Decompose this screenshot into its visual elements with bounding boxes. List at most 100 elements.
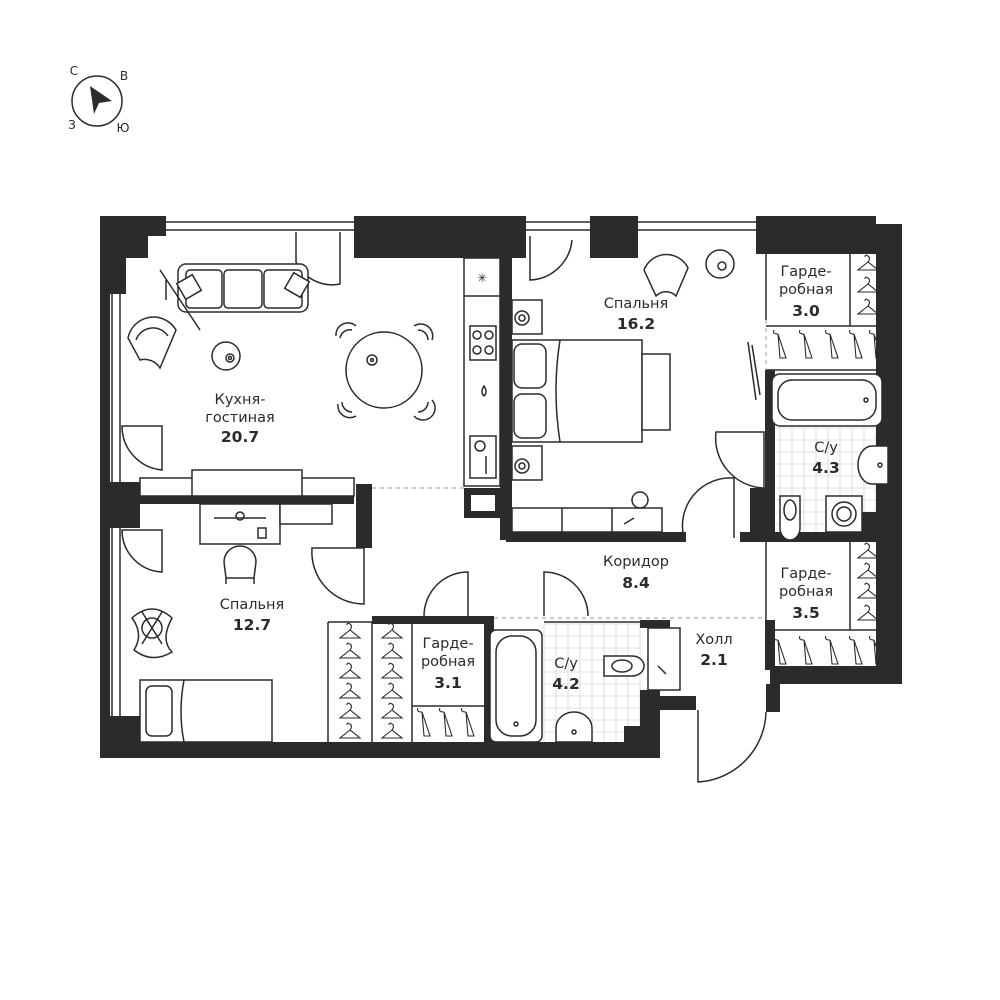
kitchen-living-area: 20.7 <box>221 428 259 446</box>
hanger-icon <box>824 329 839 359</box>
hanger-icon <box>380 682 404 699</box>
hall-name: Холл <box>695 632 732 648</box>
hanger-icon <box>380 702 404 719</box>
sink <box>555 711 593 743</box>
hanger-icon <box>798 329 813 359</box>
compass-north-label: С <box>70 64 78 78</box>
kitchen-living-name-line2: гостиная <box>205 410 274 426</box>
wardrobe-2-area: 3.5 <box>792 604 819 622</box>
nightstand <box>511 299 543 335</box>
sink <box>857 445 889 485</box>
compass-ring <box>71 75 123 127</box>
bathroom-2-fixtures <box>489 629 645 743</box>
door-bedroom2-window <box>121 529 163 573</box>
hanger-icon <box>798 635 813 665</box>
compass-east-label: В <box>120 69 128 83</box>
hanger-icon <box>868 635 883 665</box>
wardrobe-1-name-line1: Гарде- <box>780 264 831 280</box>
hanger-icon <box>338 662 362 679</box>
door-bathroom2 <box>543 571 589 617</box>
bathroom-2-name: С/у <box>554 656 578 672</box>
wardrobe-2-name-line2: робная <box>779 584 833 600</box>
compass-arrow-icon <box>90 86 112 114</box>
door-wardrobe3 <box>423 571 469 617</box>
armchair <box>127 316 177 370</box>
hanger-icon <box>856 298 880 315</box>
hanger-icon <box>856 562 880 579</box>
doors <box>121 232 767 783</box>
hanger-icon <box>416 707 431 737</box>
wardrobe-2-name-line1: Гарде- <box>780 566 831 582</box>
hanger-icon <box>460 707 475 737</box>
door-bedroom2 <box>311 547 365 605</box>
bedroom-1-area: 16.2 <box>617 315 655 333</box>
bedroom-2-area: 12.7 <box>233 616 271 634</box>
hall-area: 2.1 <box>700 651 727 669</box>
hanger-icon <box>856 276 880 293</box>
hanger-icon <box>772 635 787 665</box>
single-bed <box>139 679 273 743</box>
door-entrance <box>697 710 767 783</box>
hanger-icon <box>772 329 787 359</box>
dining-table <box>335 322 436 421</box>
compass-west-label: З <box>68 118 76 132</box>
hanger-icon <box>824 635 839 665</box>
hall-fixtures <box>647 627 681 691</box>
sofa <box>175 263 311 313</box>
shoe-cabinet <box>647 627 681 691</box>
tv-cabinet <box>139 469 355 497</box>
wardrobe-hangers <box>338 254 883 739</box>
hanger-icon <box>338 702 362 719</box>
hanger-icon <box>380 642 404 659</box>
corridor-name: Коридор <box>603 554 669 570</box>
bedroom-armchair <box>643 253 689 298</box>
door-bathroom1 <box>714 431 765 489</box>
wardrobe-1-name-line2: робная <box>779 282 833 298</box>
hanger-icon <box>338 682 362 699</box>
plant-icon <box>130 608 174 659</box>
hanger-icon <box>338 642 362 659</box>
hanger-icon <box>856 254 880 271</box>
partitions <box>327 254 888 742</box>
kitchen-living-name-line1: Кухня- <box>215 392 266 408</box>
wardrobe-3-name-line1: Гарде- <box>422 636 473 652</box>
hanger-icon <box>338 722 362 739</box>
compass-south-label: Ю <box>117 121 130 135</box>
hanger-icon <box>380 622 404 639</box>
door-bedroom1 <box>681 477 735 539</box>
windows <box>111 221 756 716</box>
fridge-icon: ✳ <box>477 271 487 285</box>
dresser <box>511 491 663 533</box>
hanger-icon <box>338 622 362 639</box>
hanger-icon <box>848 329 863 359</box>
door-bedroom-window <box>529 236 573 281</box>
door-kitchen-window <box>121 425 163 471</box>
zone-lines <box>372 320 767 619</box>
bedroom-1-furniture <box>511 249 735 533</box>
bathroom-1-fixtures <box>771 373 889 541</box>
hanger-icon <box>848 635 863 665</box>
room-labels: Кухня- гостиная 20.7 Спальня 16.2 Гарде-… <box>205 264 839 693</box>
kitchen-counter: ✳ <box>463 257 501 487</box>
compass: С В З Ю <box>68 64 129 135</box>
toilet <box>779 495 801 541</box>
double-bed <box>511 339 671 443</box>
walls <box>100 216 902 758</box>
hanger-icon <box>856 582 880 599</box>
hanger-icon <box>438 707 453 737</box>
bathroom-1-area: 4.3 <box>812 459 839 477</box>
hanger-icon <box>380 722 404 739</box>
bedroom-2-furniture <box>130 503 333 743</box>
wardrobe-3-area: 3.1 <box>434 674 461 692</box>
hanger-icon <box>856 604 880 621</box>
bathtub <box>489 629 543 743</box>
bedroom-1-name: Спальня <box>604 296 669 312</box>
desk-chair <box>223 545 257 579</box>
bathroom-1-name: С/у <box>814 440 838 456</box>
hanger-icon <box>868 329 883 359</box>
hanger-icon <box>380 662 404 679</box>
kitchen-living-furniture: ✳ <box>127 257 501 497</box>
nightstand <box>511 445 543 481</box>
bedroom-side-table <box>705 249 735 279</box>
